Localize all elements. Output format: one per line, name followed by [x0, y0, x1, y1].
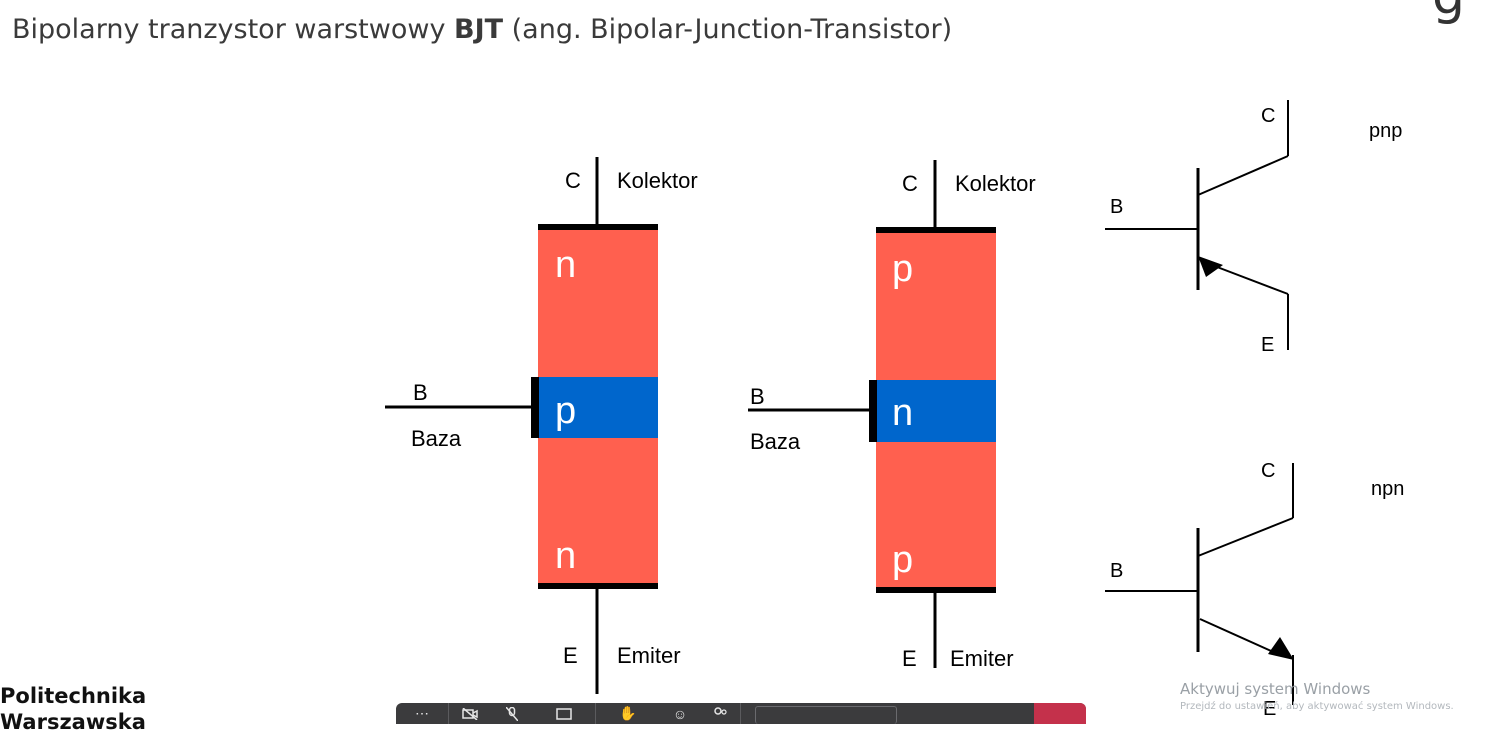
toolbar-divider: [740, 703, 741, 724]
npn-c-label: C: [565, 168, 581, 193]
npn-emitter-label: Emiter: [617, 643, 681, 668]
npn-layer-top-label: n: [555, 244, 576, 286]
npn-structure: C Kolektor n p n B Baza E Emiter: [385, 157, 698, 694]
npn-collector-label: Kolektor: [617, 168, 698, 193]
subtitle-bold: BJT: [454, 14, 504, 45]
npn-e-label: E: [563, 643, 578, 668]
npn-base-layer: [538, 377, 658, 438]
reactions-icon[interactable]: ☺: [672, 705, 688, 722]
pnp-layer-mid-label: n: [892, 392, 913, 434]
university-logo: Politechnika Warszawska: [0, 683, 146, 735]
subtitle-prefix: Bipolarny tranzystor warstwowy: [12, 14, 455, 45]
pnp-structure: C Kolektor p n p B Baza E Emiter: [748, 160, 1036, 671]
share-screen-icon[interactable]: [533, 703, 595, 724]
pnp-emitter-layer: [876, 442, 996, 588]
toolbar-divider: [595, 703, 596, 724]
npn-layer-bottom-label: n: [555, 535, 576, 577]
slide-title-fragment: g: [1432, 0, 1465, 26]
npn-emitter-arrow: [1268, 637, 1294, 660]
pnp-symbol-c-label: C: [1261, 105, 1275, 127]
more-icon[interactable]: ⋯: [415, 705, 429, 721]
subtitle-suffix: (ang. Bipolar-Junction-Transistor): [503, 14, 953, 45]
leave-button[interactable]: [1034, 703, 1086, 724]
pnp-type-label: pnp: [1369, 120, 1402, 142]
npn-symbol: C B E npn: [1105, 460, 1404, 720]
npn-type-label: npn: [1371, 478, 1404, 500]
npn-emitter-layer: [538, 438, 658, 584]
meeting-toolbar: ⋯ ✋ ☺: [396, 703, 1086, 724]
participants-icon[interactable]: [700, 703, 740, 724]
npn-collector-layer: [538, 229, 658, 377]
npn-layer-mid-label: p: [555, 390, 576, 432]
raise-hand-icon[interactable]: ✋: [619, 705, 637, 721]
pnp-symbol-b-label: B: [1110, 196, 1123, 218]
npn-symbol-e-label: E: [1263, 698, 1276, 720]
pnp-collector-layer: [876, 232, 996, 380]
pnp-symbol-e-label: E: [1261, 334, 1274, 356]
npn-b-label: B: [413, 380, 428, 405]
video-off-icon[interactable]: [449, 703, 491, 724]
npn-symbol-b-label: B: [1110, 560, 1123, 582]
mic-off-icon[interactable]: [491, 703, 533, 724]
pnp-layer-bottom-label: p: [892, 539, 913, 581]
pnp-collector-label: Kolektor: [955, 171, 1036, 196]
pnp-e-label: E: [902, 646, 917, 671]
toolbar-divider: [448, 703, 449, 724]
pnp-layer-top-label: p: [892, 248, 913, 290]
npn-symbol-c-label: C: [1261, 460, 1275, 482]
windows-activation-hint: Przejdź do ustawień, aby aktywować syste…: [1180, 701, 1454, 712]
slide-subtitle: Bipolarny tranzystor warstwowy BJT (ang.…: [12, 14, 952, 45]
toolbar-field[interactable]: [755, 706, 897, 724]
pnp-base-layer: [876, 380, 996, 442]
pnp-b-label: B: [750, 384, 765, 409]
pnp-emitter-arrow: [1198, 256, 1223, 277]
windows-activation-title: Aktywuj system Windows: [1180, 680, 1371, 698]
pnp-emitter-label: Emiter: [950, 646, 1014, 671]
pnp-symbol: C B E pnp: [1105, 100, 1402, 356]
pnp-c-label: C: [902, 171, 918, 196]
logo-line-1: Politechnika: [0, 684, 147, 708]
pnp-base-label: Baza: [750, 429, 801, 454]
logo-line-2: Warszawska: [0, 710, 146, 734]
npn-base-label: Baza: [411, 426, 462, 451]
